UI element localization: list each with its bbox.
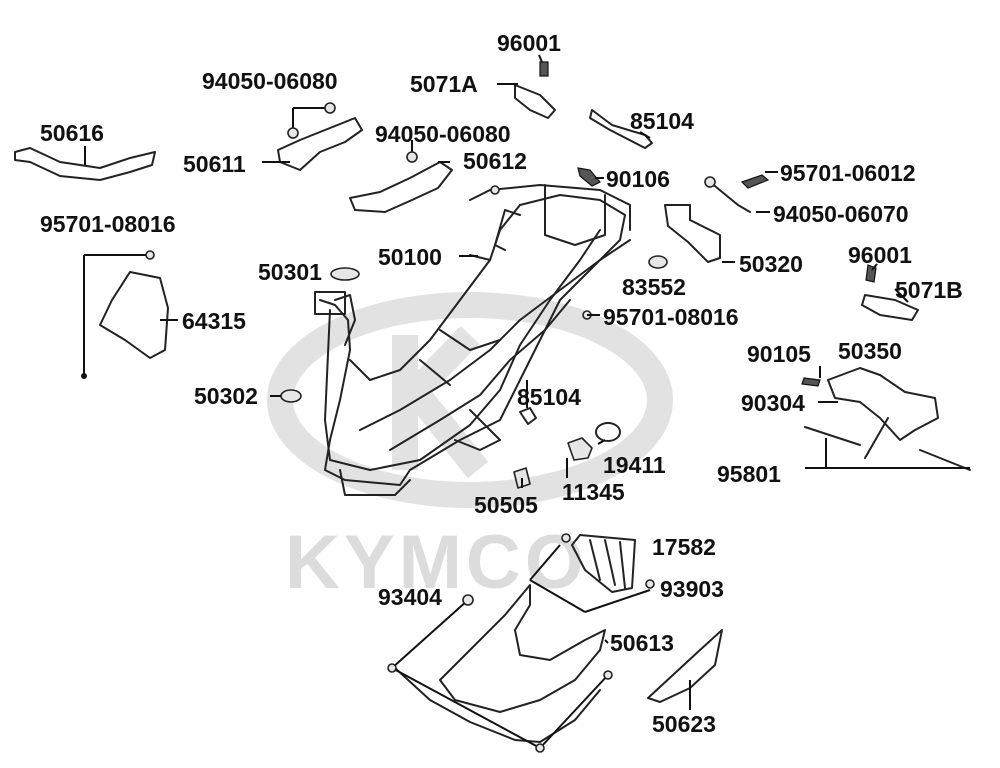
part-85104-mid-drawing [519, 407, 537, 425]
bracket-50611-drawing [277, 117, 363, 171]
label-95801: 95801 [717, 461, 781, 487]
bracket-5071A-drawing [514, 84, 556, 119]
shield-17582-drawing [571, 534, 636, 593]
part-50302-drawing [280, 389, 302, 403]
bolt-95701-06012-drawing [740, 174, 770, 189]
part-50301-drawing [330, 267, 360, 281]
label-94050-06080-b: 94050-06080 [375, 121, 511, 147]
label-50623: 50623 [652, 711, 716, 737]
hanger-50350-drawing [827, 367, 939, 441]
grommet-83552-drawing [648, 255, 668, 269]
label-85104-top: 85104 [630, 108, 694, 134]
bracket-5071B-drawing [861, 294, 919, 321]
label-50301: 50301 [258, 259, 322, 285]
label-50302: 50302 [194, 383, 258, 409]
label-5071B: 5071B [895, 277, 963, 303]
bolt-95801-b [864, 417, 889, 459]
label-50100: 50100 [378, 244, 442, 270]
label-17582: 17582 [652, 534, 716, 560]
label-95701-08016-left: 95701-08016 [40, 211, 176, 237]
label-90105: 90105 [747, 341, 811, 367]
label-95701-08016-mid: 95701-08016 [603, 304, 739, 330]
cover-50623-drawing [647, 629, 723, 703]
label-95701-06012: 95701-06012 [780, 160, 916, 186]
panel-50613-drawing [439, 584, 606, 713]
nut-94050-06070-ring [704, 176, 716, 188]
label-50612: 50612 [463, 148, 527, 174]
label-94050-06080-a: 94050-06080 [202, 68, 338, 94]
bolt-95701-08016-head [81, 373, 87, 379]
bracket-64315-drawing [99, 271, 169, 359]
bolt-95801-c [919, 449, 971, 471]
label-50611: 50611 [183, 151, 246, 177]
label-93903: 93903 [660, 576, 724, 602]
bolt-90106-drawing [577, 167, 601, 187]
label-50505: 50505 [474, 492, 538, 518]
panel-50613-lower-drawing [394, 667, 601, 743]
bolt-90105-drawing [801, 377, 821, 387]
label-50350: 50350 [838, 338, 902, 364]
watermark-text: KYMCO [285, 520, 588, 605]
label-94050-06070: 94050-06070 [773, 201, 909, 227]
label-96001-right: 96001 [848, 242, 912, 268]
main-frame-drawing [314, 184, 631, 496]
bracket-50320-drawing [664, 204, 721, 263]
label-50616: 50616 [40, 120, 104, 146]
label-85104-mid: 85104 [517, 384, 581, 410]
shield-17582-ribs [589, 539, 626, 589]
label-19411: 19411 [603, 452, 666, 478]
label-83552: 83552 [622, 274, 686, 300]
label-93404: 93404 [378, 584, 442, 610]
bracket-50616-drawing [14, 147, 156, 181]
fastener-points [145, 102, 655, 753]
bolt-96001-drawing [539, 61, 549, 77]
label-90106: 90106 [606, 166, 670, 192]
label-96001-top: 96001 [497, 30, 561, 56]
nut-94050-06070-drawing [709, 181, 751, 213]
label-64315: 64315 [182, 308, 246, 334]
part-11345-drawing [567, 437, 593, 461]
bracket-50612-drawing [349, 161, 453, 213]
kymco-logo-watermark: KYMCO [267, 292, 673, 605]
label-11345: 11345 [562, 479, 625, 505]
label-50320: 50320 [739, 251, 803, 277]
part-85104-top-drawing [589, 109, 653, 149]
label-50613: 50613 [610, 630, 674, 656]
label-5071A: 5071A [410, 71, 478, 97]
label-90304: 90304 [741, 390, 805, 416]
bolt-95801-a [804, 426, 861, 446]
clamp-19411-drawing [595, 422, 621, 442]
